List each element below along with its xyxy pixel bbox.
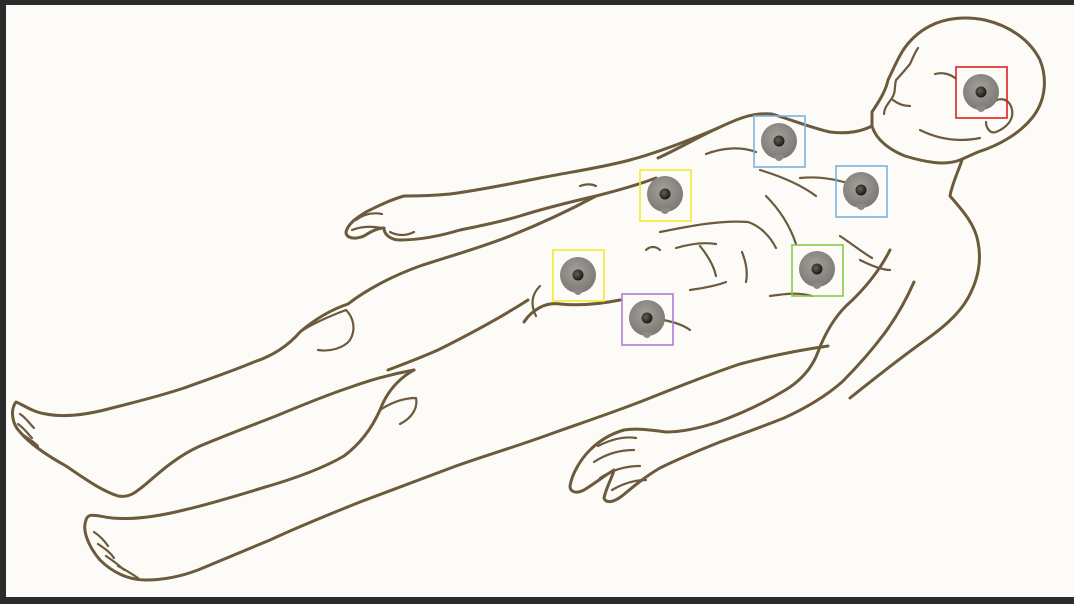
- marker-abdomen-left[interactable]: [553, 250, 604, 301]
- marker-head-right[interactable]: [956, 67, 1007, 118]
- right-arm-outline: [570, 250, 914, 502]
- abs-line-1: [700, 246, 716, 276]
- electrode-pad-icon: [761, 123, 797, 161]
- body-figure: [6, 5, 1074, 597]
- lower-leg-outline: [85, 346, 828, 580]
- sternum-line: [766, 196, 796, 244]
- waist-line: [860, 260, 890, 270]
- pectoral-line: [660, 222, 776, 248]
- electrode-pad-icon: [647, 176, 683, 214]
- electrode-markers: [553, 67, 1007, 345]
- electrode-pad-icon: [560, 257, 596, 295]
- eye-closed: [935, 73, 955, 78]
- side-line: [840, 236, 872, 258]
- electrode-pad-icon: [629, 300, 665, 338]
- inner-leg: [388, 300, 528, 370]
- collarbone: [706, 148, 756, 154]
- head-outline: [872, 18, 1044, 163]
- electrode-pad-icon: [963, 74, 999, 112]
- upper-knee: [300, 310, 353, 351]
- navel: [646, 247, 660, 250]
- marker-chest-left[interactable]: [640, 170, 691, 221]
- jaw-line: [920, 130, 980, 140]
- rib-line: [760, 170, 816, 196]
- body-outline: [13, 18, 1045, 580]
- lower-knee: [380, 398, 416, 424]
- electrode-pad-icon: [799, 251, 835, 289]
- abs-line-4: [742, 252, 747, 282]
- marker-ribs-right[interactable]: [792, 245, 843, 296]
- hip-outline: [524, 300, 620, 322]
- diagram-canvas: [6, 5, 1074, 597]
- forearm-line: [580, 185, 596, 187]
- thigh-inner: [533, 286, 540, 316]
- abs-line-2: [676, 243, 716, 248]
- electrode-pad-icon: [843, 172, 879, 210]
- abs-line-3: [690, 282, 726, 290]
- mouth-line: [893, 100, 910, 106]
- left-hand-fingers: [352, 213, 414, 235]
- marker-chest-right[interactable]: [836, 166, 887, 217]
